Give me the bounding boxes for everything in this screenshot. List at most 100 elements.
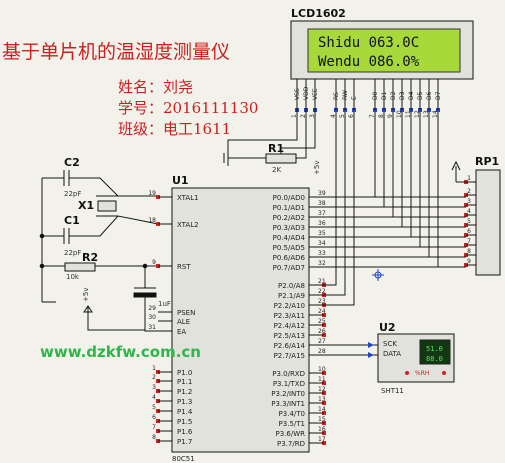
u1-pin-name: P3.7/RD <box>277 440 305 448</box>
lcd-pin-number: 7 <box>369 114 376 118</box>
crosshair-marker <box>372 269 384 281</box>
r2-label: R2 <box>82 251 98 264</box>
x1-crystal[interactable] <box>96 195 118 217</box>
rp1-pin-number: 5 <box>467 218 471 225</box>
u1-pin-name: EA <box>177 328 186 336</box>
lcd-label: LCD1602 <box>291 7 346 20</box>
u1-pin-name: P3.3/INT1 <box>271 400 305 408</box>
u1-pin-number: 15 <box>318 416 326 423</box>
wire <box>227 110 298 158</box>
wire <box>280 110 316 154</box>
u1-pin-number: 31 <box>148 324 156 331</box>
wire-arrow <box>368 352 374 358</box>
u1-pin-number: 23 <box>318 298 326 305</box>
junction <box>142 263 148 269</box>
u1-part: 80C51 <box>172 455 195 463</box>
lcd-pin-number: 11 <box>405 110 412 118</box>
schematic-title: 基于单片机的温湿度测量仪 <box>2 41 230 63</box>
lcd-pin-number: 4 <box>330 114 337 118</box>
rp1-pin-number: 6 <box>467 228 471 235</box>
c2-label: C2 <box>64 156 80 169</box>
u2-rh-label: %RH <box>415 370 429 377</box>
u1-pin-number: 12 <box>318 386 326 393</box>
u1-pin-name: P1.2 <box>177 388 192 396</box>
u1-pin-number: 9 <box>152 259 156 266</box>
u1-pin-number: 13 <box>318 396 326 403</box>
u1-pin-name: P1.5 <box>177 418 192 426</box>
lcd-pin-number: 5 <box>339 114 346 118</box>
rp1-label: RP1 <box>475 155 499 168</box>
u1-pin-number: 28 <box>318 348 326 355</box>
rp1-pin-number: 8 <box>467 248 471 255</box>
lcd-pin-number: 12 <box>414 110 421 118</box>
u1-pin-name: P2.3/A11 <box>274 312 305 320</box>
u1-pin-name: P1.4 <box>177 408 193 416</box>
student-class: 班级：电工1611 <box>118 120 231 138</box>
u1-pin-name: P0.2/AD2 <box>273 214 305 222</box>
junction <box>39 233 45 239</box>
u1-pin-name: P0.3/AD3 <box>273 224 305 232</box>
u2-led-left <box>405 371 409 375</box>
u1-pin-number: 11 <box>318 376 326 383</box>
u1-pin-name: P3.6/WR <box>276 430 306 438</box>
u1-pin-name: P1.3 <box>177 398 192 406</box>
lcd-line-1: Shidu 063.0C <box>318 35 419 51</box>
reset-vcc-label: +5v <box>82 288 90 302</box>
u1-left-pins: 19XTAL118XTAL29RST29PSEN30ALE31EA1P1.02P… <box>148 190 198 446</box>
u1-pin-name: P3.0/RXD <box>272 370 305 378</box>
u1-pin-number: 37 <box>318 210 326 217</box>
rp1-pin-number: 7 <box>467 238 471 245</box>
rp1-pin-number: 4 <box>467 208 471 215</box>
u1-pin-number: 33 <box>318 250 326 257</box>
u1-pin-number: 27 <box>318 338 326 345</box>
wire <box>324 110 355 306</box>
r2-resistor[interactable] <box>64 262 96 272</box>
u2-humidity-value: 88.0 <box>426 355 443 363</box>
u1-pin-name: RST <box>177 263 191 271</box>
u1-pin-name: P2.6/A14 <box>274 342 306 350</box>
u1-pin-number: 18 <box>148 217 156 224</box>
rp1-pin-number: 2 <box>467 188 471 195</box>
rp1-vcc-arrow <box>451 160 461 171</box>
c1-capacitor[interactable] <box>63 228 70 244</box>
u1-pin-number: 19 <box>148 190 156 197</box>
rp1-resistor-pack[interactable] <box>475 169 501 276</box>
u1-pin-number: 16 <box>318 426 326 433</box>
c2-capacitor[interactable] <box>63 170 70 186</box>
u1-right-pins: 39P0.0/AD038P0.1/AD137P0.2/AD236P0.3/AD3… <box>271 190 326 448</box>
u1-pin-number: 3 <box>152 384 156 391</box>
u1-pin-name: P0.1/AD1 <box>273 204 305 212</box>
wire <box>324 110 346 296</box>
lcd-pin-number: 14 <box>432 110 439 118</box>
u1-pin-name: P1.7 <box>177 438 192 446</box>
student-id: 学号：2016111130 <box>118 99 258 117</box>
u2-led-right <box>442 371 446 375</box>
wire <box>296 110 307 159</box>
u2-temp-value: 51.0 <box>426 345 443 353</box>
u1-pin-name: P3.4/T0 <box>279 410 305 418</box>
u1-pin-number: 38 <box>318 200 326 207</box>
u1-pin-number: 29 <box>148 305 156 312</box>
u1-pin-number: 4 <box>152 394 156 401</box>
rp1-pin-number: 3 <box>467 198 471 205</box>
u1-pin-name: P3.2/INT0 <box>271 390 305 398</box>
u1-pin-number: 36 <box>318 220 326 227</box>
u1-pin-name: P0.0/AD0 <box>273 194 305 202</box>
u1-pin-number: 1 <box>152 365 156 372</box>
u1-mcu-chip[interactable] <box>171 187 310 453</box>
rp1-pin-number: 1 <box>467 175 471 182</box>
u1-pin-number: 22 <box>318 288 326 295</box>
u2-display <box>419 339 451 365</box>
lcd-pin-number: 8 <box>378 114 385 118</box>
u2-part: SHT11 <box>381 387 404 395</box>
x1-label: X1 <box>78 199 94 212</box>
c2-value: 22pF <box>64 190 81 198</box>
u1-pin-number: 26 <box>318 328 326 335</box>
c3-capacitor[interactable] <box>133 287 157 298</box>
c3-value: 1uF <box>158 300 171 308</box>
lcd-pin-number: 10 <box>396 110 403 118</box>
u1-pin-name: P2.2/A10 <box>274 302 305 310</box>
r1-resistor[interactable] <box>265 153 297 164</box>
u1-pin-number: 35 <box>318 230 326 237</box>
